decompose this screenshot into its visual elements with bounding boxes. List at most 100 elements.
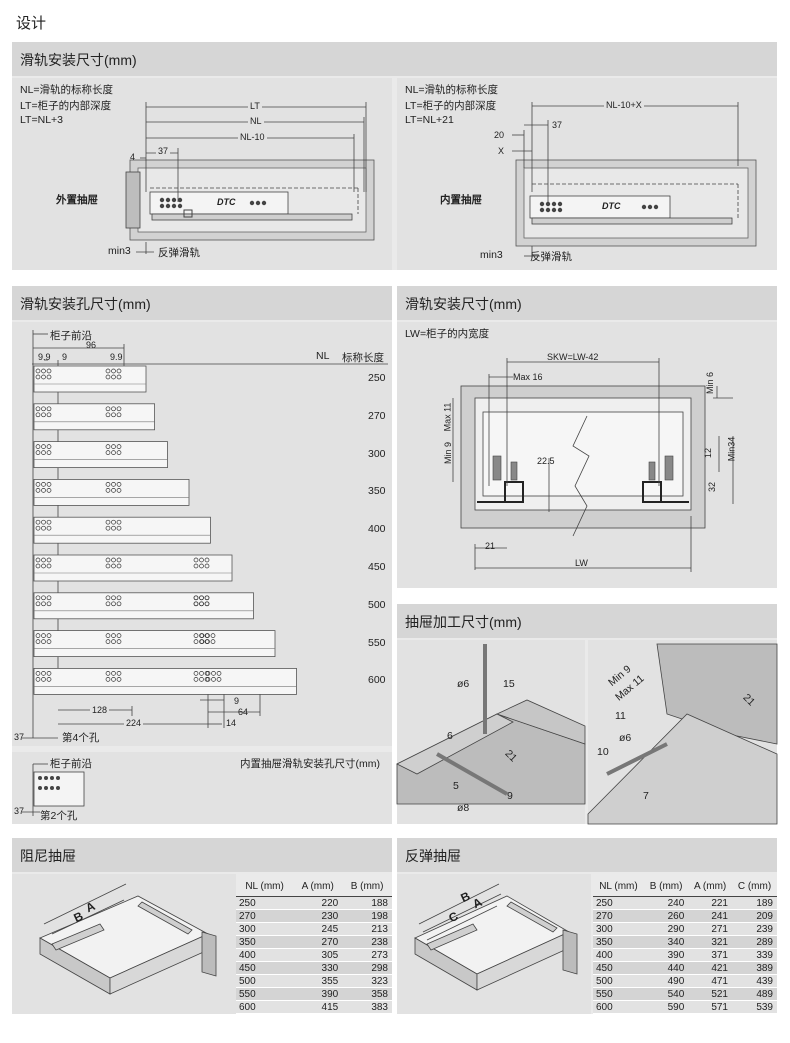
mounting-hole bbox=[199, 563, 204, 569]
nominal-length-350: 350 bbox=[368, 485, 386, 498]
note-lt: LT=柜子的内部深度 bbox=[20, 100, 112, 112]
dim-224: 224 bbox=[124, 718, 144, 728]
mounting-hole bbox=[216, 677, 222, 682]
mounting-hole bbox=[111, 601, 116, 607]
mounting-hole bbox=[111, 488, 116, 493]
dim-12: 12 bbox=[703, 447, 714, 459]
mounting-hole bbox=[216, 671, 222, 676]
mounting-hole bbox=[46, 444, 52, 449]
note-nl-right: NL=滑轨的标称长度 bbox=[405, 84, 499, 96]
panel-title: 滑轨安装尺寸(mm) bbox=[20, 52, 137, 68]
panel-title: 阻尼抽屉 bbox=[20, 848, 76, 864]
mounting-hole bbox=[46, 633, 52, 638]
dim-128: 128 bbox=[90, 705, 110, 715]
dim-14: 14 bbox=[226, 718, 237, 728]
dim-phi6-b: ø6 bbox=[619, 732, 632, 744]
mounting-hole bbox=[46, 368, 52, 374]
fourth-hole-label: 第4个孔 bbox=[62, 732, 100, 744]
rebound-slide-label: 反弹滑轨 bbox=[158, 247, 200, 259]
table-cell: 450 bbox=[236, 961, 294, 975]
mounting-hole bbox=[41, 601, 46, 607]
dim-21: 21 bbox=[485, 541, 496, 551]
mounting-hole bbox=[204, 601, 210, 607]
nominal-length-250: 250 bbox=[368, 372, 386, 384]
dim-64: 64 bbox=[238, 707, 249, 717]
panel-header: 阻尼抽屉 bbox=[12, 838, 392, 872]
mounting-hole bbox=[105, 677, 111, 682]
outer-drawer-drawing bbox=[125, 102, 375, 254]
table-cell: 540 bbox=[643, 987, 689, 1001]
mounting-hole bbox=[205, 639, 210, 644]
mounting-hole bbox=[41, 444, 46, 449]
col-c: C (mm) bbox=[732, 876, 777, 897]
table-cell: 250 bbox=[593, 896, 644, 910]
dim-9-9-b: 9.9 bbox=[110, 352, 123, 362]
mounting-hole bbox=[46, 406, 52, 412]
table-cell: 323 bbox=[342, 974, 392, 988]
mounting-hole bbox=[199, 595, 204, 601]
mounting-hole bbox=[111, 519, 116, 525]
mounting-hole bbox=[116, 633, 122, 638]
mounting-hole bbox=[116, 525, 122, 531]
mounting-hole bbox=[105, 482, 111, 487]
mounting-hole bbox=[204, 557, 210, 563]
mounting-hole bbox=[111, 406, 116, 412]
mounting-hole bbox=[205, 677, 211, 682]
mounting-hole bbox=[35, 406, 41, 412]
col-nl: NL (mm) bbox=[593, 876, 644, 897]
table-cell: 471 bbox=[688, 974, 732, 988]
mounting-hole bbox=[41, 519, 46, 525]
second-hole-label: 第2个孔 bbox=[40, 810, 78, 822]
table-cell: 439 bbox=[732, 974, 777, 988]
note-lt-formula: LT=NL+3 bbox=[20, 114, 63, 126]
note-lt-formula-right: LT=NL+21 bbox=[405, 114, 454, 126]
mounting-hole bbox=[35, 368, 41, 374]
mounting-hole bbox=[116, 519, 122, 525]
mounting-hole bbox=[111, 633, 116, 638]
mounting-hole bbox=[46, 525, 52, 531]
mounting-hole bbox=[41, 525, 46, 531]
table-cell: 213 bbox=[342, 922, 392, 936]
mounting-hole bbox=[35, 677, 41, 682]
table-cell: 250 bbox=[236, 896, 294, 910]
panel-header: 滑轨安装尺寸(mm) bbox=[397, 286, 777, 320]
dim-lw: LW bbox=[575, 558, 588, 568]
mounting-hole bbox=[35, 525, 41, 531]
mounting-hole bbox=[116, 482, 122, 487]
mounting-hole bbox=[105, 368, 111, 374]
mounting-hole bbox=[46, 677, 52, 682]
machining-drawing bbox=[396, 643, 778, 825]
slide-bar-250 bbox=[33, 365, 147, 393]
mounting-hole bbox=[41, 677, 46, 682]
dim-4: 4 bbox=[130, 152, 136, 162]
dim-phi6-a: ø6 bbox=[457, 678, 470, 690]
mounting-hole bbox=[111, 595, 116, 601]
mounting-hole bbox=[116, 595, 122, 601]
mounting-hole bbox=[46, 671, 52, 676]
mounting-hole bbox=[116, 488, 122, 493]
dim-nl-minus-10-plus-x: NL-10+X bbox=[604, 100, 644, 110]
dim-15: 15 bbox=[503, 678, 515, 690]
mounting-hole bbox=[41, 412, 46, 418]
slide-bar-270 bbox=[33, 403, 155, 431]
table-cell: 600 bbox=[593, 1000, 644, 1014]
mounting-hole bbox=[111, 563, 116, 569]
table-cell: 421 bbox=[688, 961, 732, 975]
mounting-hole bbox=[199, 677, 204, 682]
nominal-length-header: 标称长度 bbox=[342, 352, 384, 364]
table-cell: 189 bbox=[732, 896, 777, 910]
mounting-hole bbox=[193, 633, 199, 638]
table-cell: 270 bbox=[236, 909, 294, 923]
mounting-hole bbox=[116, 444, 122, 449]
dim-max11: Max 11 bbox=[442, 402, 453, 432]
mounting-hole bbox=[105, 525, 111, 531]
mounting-hole bbox=[46, 519, 52, 525]
outer-drawer-label: 外置抽屉 bbox=[56, 194, 98, 206]
inner-hole-title: 内置抽屉滑轨安装孔尺寸(mm) bbox=[240, 758, 380, 770]
table-cell: 273 bbox=[342, 948, 392, 962]
section-drawing bbox=[452, 358, 734, 572]
